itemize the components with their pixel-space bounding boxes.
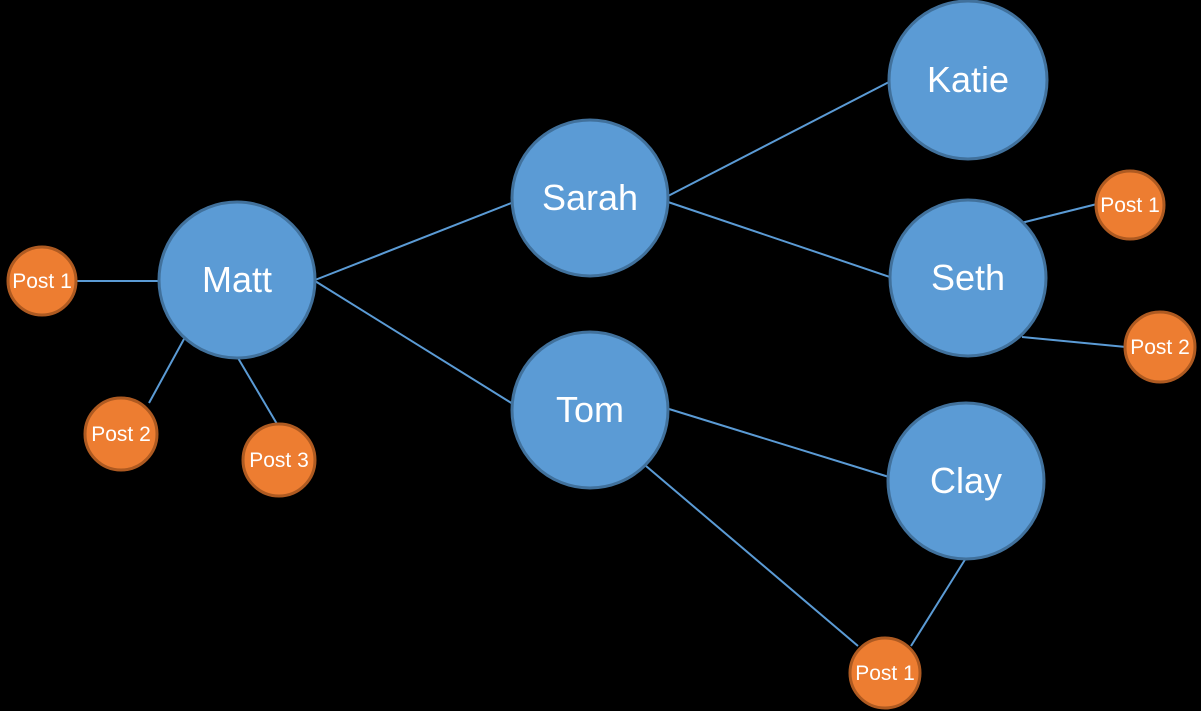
- node-seth: Seth: [888, 198, 1048, 358]
- edge-matt--tom: [314, 280, 514, 405]
- node-matt: Matt: [157, 200, 317, 360]
- edge-matt--matt-post-3: [237, 357, 278, 425]
- edges-layer: [75, 81, 1127, 647]
- node-seth-post-2: Post 2: [1123, 310, 1197, 384]
- node-label: Post 2: [1130, 336, 1190, 359]
- edge-tom--clay: [668, 408, 890, 478]
- edge-clay--tom-clay-post-1: [910, 557, 967, 647]
- node-sarah: Sarah: [510, 118, 670, 278]
- post-node-circle[interactable]: [1123, 310, 1197, 384]
- node-label: Post 1: [855, 662, 915, 685]
- node-label: Katie: [927, 59, 1009, 100]
- node-seth-post-1: Post 1: [1094, 169, 1166, 241]
- node-tom-clay-post-1: Post 1: [848, 636, 922, 710]
- node-label: Clay: [930, 460, 1002, 501]
- node-matt-post-1: Post 1: [6, 245, 78, 317]
- person-node-circle[interactable]: [887, 0, 1049, 161]
- person-node-circle[interactable]: [157, 200, 317, 360]
- edge-sarah--katie: [667, 81, 890, 197]
- post-node-circle[interactable]: [241, 422, 317, 498]
- node-label: Matt: [202, 259, 272, 300]
- node-clay: Clay: [886, 401, 1046, 561]
- node-tom: Tom: [510, 330, 670, 490]
- edge-seth--seth-post-2: [1021, 336, 1127, 348]
- person-node-circle[interactable]: [886, 401, 1046, 561]
- post-node-circle[interactable]: [848, 636, 922, 710]
- node-label: Tom: [556, 389, 624, 430]
- post-node-circle[interactable]: [1094, 169, 1166, 241]
- post-node-circle[interactable]: [83, 396, 159, 472]
- node-label: Post 3: [249, 449, 309, 472]
- edge-seth--seth-post-1: [1020, 203, 1098, 224]
- post-node-circle[interactable]: [6, 245, 78, 317]
- node-matt-post-3: Post 3: [241, 422, 317, 498]
- edge-sarah--seth: [667, 201, 891, 278]
- node-label: Post 1: [12, 270, 72, 293]
- person-node-circle[interactable]: [888, 198, 1048, 358]
- edge-matt--sarah: [314, 201, 515, 281]
- person-node-circle[interactable]: [510, 330, 670, 490]
- node-label: Seth: [931, 257, 1005, 298]
- node-matt-post-2: Post 2: [83, 396, 159, 472]
- edge-matt--matt-post-2: [148, 338, 185, 404]
- edge-tom--tom-clay-post-1: [645, 465, 859, 647]
- node-label: Sarah: [542, 177, 638, 218]
- node-katie: Katie: [887, 0, 1049, 161]
- person-node-circle[interactable]: [510, 118, 670, 278]
- node-label: Post 1: [1100, 194, 1160, 217]
- node-label: Post 2: [91, 423, 151, 446]
